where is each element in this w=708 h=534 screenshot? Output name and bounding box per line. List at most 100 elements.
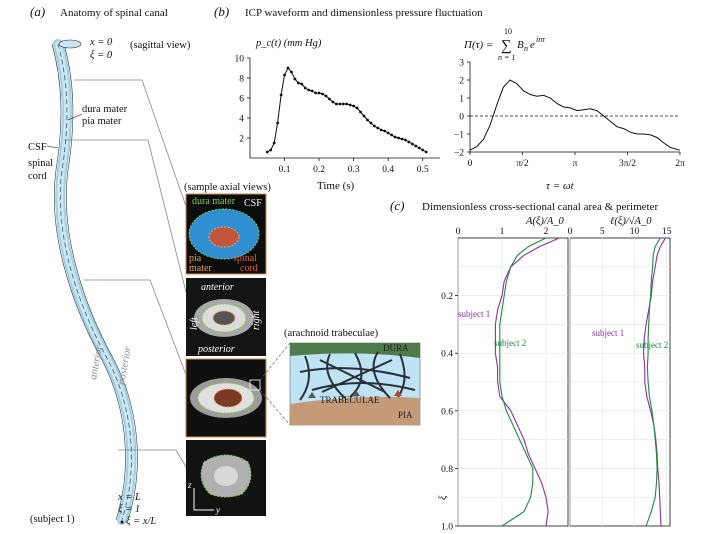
area-grid (457, 238, 568, 526)
icp-point (348, 103, 352, 107)
dura-leader (67, 113, 83, 121)
icp-xtick-label: 0.5 (417, 165, 429, 175)
csf-leader (46, 145, 59, 149)
icp-markers (265, 66, 428, 154)
perimeter-xtick-label: 15 (662, 227, 672, 237)
pi-formula-sum-bottom: n = 1 (498, 53, 515, 62)
area-ytick-label: 0.4 (441, 350, 453, 360)
pi-formula-base: e (530, 39, 535, 51)
top-xi-label: ξ = 0 (90, 50, 113, 61)
pi-ytick-label: 2 (459, 77, 464, 87)
axial-view-4: z y (186, 440, 266, 516)
icp-point (310, 89, 314, 93)
icp-point (362, 114, 366, 118)
zoom-lines (259, 342, 291, 426)
pi-chart: Π(τ) = 10 ∑ n = 1 B n e inτ τ = ωt −2−10… (454, 27, 685, 192)
icp-point (400, 137, 404, 141)
csf-label: CSF (28, 142, 47, 153)
axial-view-2: anterior posterior left right (186, 278, 266, 356)
trab-trabeculae-label: TRABECULAE (320, 395, 380, 405)
icp-point (283, 73, 286, 77)
axial1-cord-label: cord (240, 263, 258, 274)
icp-point (286, 66, 290, 70)
pi-xtick-label: π (573, 159, 578, 169)
area-ytick-label: 0.8 (441, 465, 453, 475)
icp-xtick-label: 0.1 (279, 165, 291, 175)
panel-a: (a) Anatomy of spinal canal x = 0 ξ = 0 … (28, 4, 421, 527)
icp-point (265, 150, 269, 154)
subject-label: (subject 1) (30, 514, 75, 525)
axial-view-1: dura mater CSF pia mater spinal cord (185, 193, 267, 275)
icp-point (324, 94, 328, 98)
bottom-xi2-label: ξ = x/L (126, 516, 156, 527)
axes-z-label: z (187, 480, 192, 490)
spinal-canal-drawing (51, 39, 138, 525)
icp-ylabel: p_c(t) (mm Hg) (255, 38, 322, 49)
perimeter-xtick-label: 5 (600, 227, 605, 237)
bottom-x-label: x = L (117, 492, 141, 503)
pi-ytick-label: −1 (454, 131, 464, 141)
icp-point (376, 126, 380, 130)
icp-point (410, 142, 414, 146)
perimeter-xtick-label: 10 (630, 227, 640, 237)
area-subject2-line (499, 237, 547, 527)
pi-formula-sum-top: 10 (504, 27, 512, 36)
icp-point (307, 88, 311, 92)
area-title: A(ξ)/A_0 (525, 216, 564, 227)
icp-point (272, 141, 276, 145)
icp-point (338, 102, 342, 106)
pi-ytick-label: 1 (459, 95, 464, 105)
axial-title: (sample axial views) (184, 182, 271, 193)
icp-point (314, 91, 318, 95)
icp-point (414, 144, 418, 148)
icp-ytick-label: 2 (239, 135, 244, 145)
icp-point (372, 124, 376, 128)
icp-point (276, 121, 280, 125)
perimeter-subject2-line (645, 237, 661, 527)
panel-c-label: (c) (390, 198, 404, 213)
icp-point (424, 150, 428, 154)
pi-formula-sigma: ∑ (501, 38, 512, 54)
icp-point (421, 148, 425, 152)
icp-point (300, 82, 304, 86)
area-xtick-label: 1 (500, 227, 505, 237)
pi-formula-sub: n (524, 44, 528, 53)
icp-point (317, 91, 321, 95)
axial2-anterior-label: anterior (201, 282, 234, 293)
sagittal-view-label: (sagittal view) (130, 40, 191, 51)
icp-point (331, 100, 335, 104)
pi-xtick-label: π/2 (516, 159, 528, 169)
icp-point (393, 135, 397, 139)
icp-ytick-label: 6 (239, 95, 244, 105)
icp-point (303, 86, 307, 90)
icp-point (390, 133, 394, 137)
panel-b: (b) ICP waveform and dimensionless press… (214, 4, 685, 192)
pi-xtick-label: 0 (468, 159, 473, 169)
panel-a-label: (a) (30, 4, 45, 19)
trab-title: (arachnoid trabeculae) (284, 328, 379, 339)
axial1-pia-label: pia (189, 253, 202, 264)
icp-ytick-label: 8 (239, 75, 244, 85)
panel-c: (c) Dimensionless cross-sectional canal … (390, 198, 672, 533)
pi-ytick-label: 0 (459, 113, 464, 123)
posterior-label: posterior (116, 345, 134, 387)
perimeter-subject1-label: subject 1 (592, 328, 624, 338)
pi-formula-coef: B (517, 39, 524, 51)
area-xtick-label: 0 (456, 227, 461, 237)
pi-xlabel: τ = ωt (546, 180, 575, 192)
icp-point (417, 146, 421, 150)
axial2-posterior-label: posterior (197, 344, 235, 355)
pi-xtick-label: 3π/2 (619, 159, 636, 169)
top-section (58, 39, 82, 49)
panel-a-title: Anatomy of spinal canal (60, 7, 168, 19)
bottom-xi-label: ξ = 1 (118, 504, 140, 515)
axes-y-label: y (215, 505, 220, 515)
icp-point (404, 138, 407, 142)
axial1-spinal-label: spinal (233, 253, 257, 264)
pi-series-line (470, 79, 680, 151)
icp-point (296, 81, 300, 85)
axial1-dura-label: dura mater (192, 196, 236, 207)
